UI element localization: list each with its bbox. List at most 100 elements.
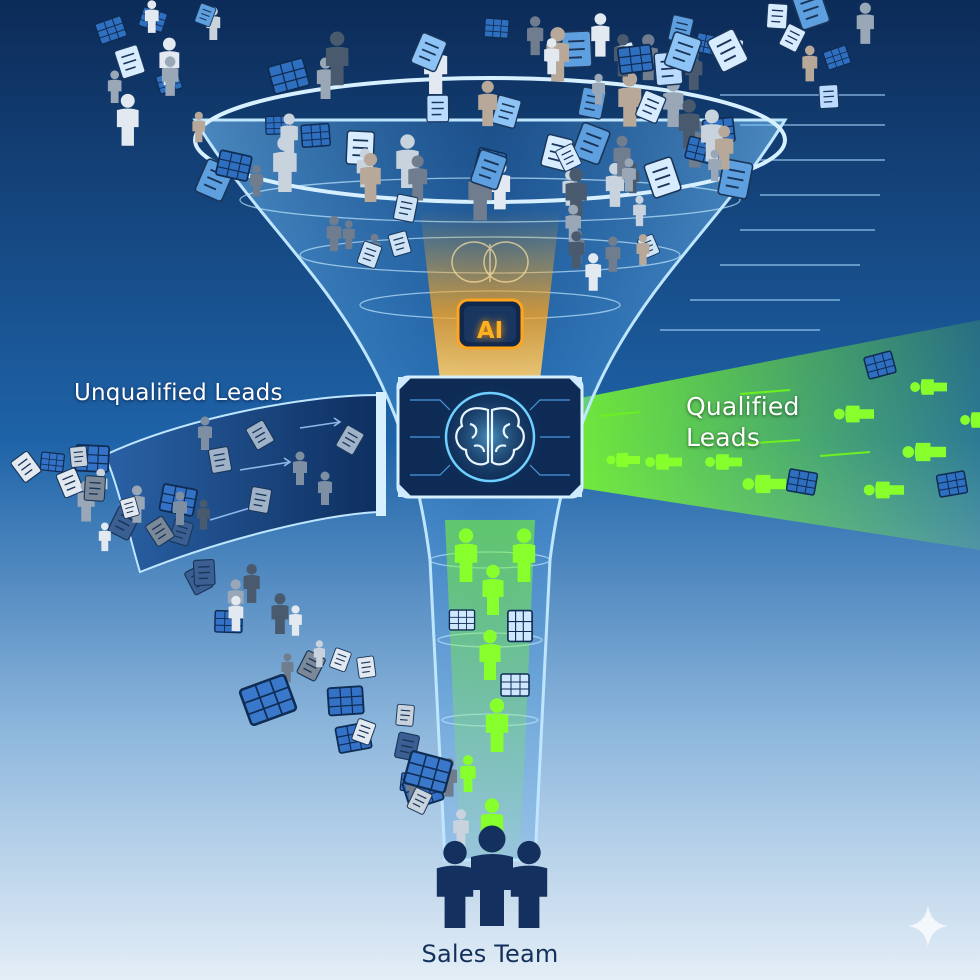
qualified-leads-label-line1: Qualified (686, 392, 800, 421)
document-icon (356, 655, 377, 679)
document-icon (706, 28, 749, 73)
sales-person-icon (510, 840, 548, 928)
person-icon (273, 135, 297, 193)
green-arrow (739, 439, 801, 445)
chart-icon (483, 17, 510, 39)
chute-gate (376, 392, 386, 516)
person-icon (802, 45, 818, 82)
person-icon (605, 236, 621, 272)
document-icon (192, 558, 216, 587)
qualified-person-icon (902, 442, 946, 462)
person-icon (708, 149, 722, 182)
document-icon (406, 787, 433, 815)
document-icon (778, 23, 807, 53)
person-icon (173, 491, 187, 525)
qualified-person-icon (512, 528, 536, 582)
document-icon (818, 84, 840, 110)
document-icon (194, 2, 217, 27)
incoming-leads (94, 0, 874, 221)
sparkle-icon (908, 905, 948, 947)
spreadsheet-icon (500, 673, 530, 697)
unqualified-leads-label: Unqualified Leads (74, 380, 283, 406)
person-icon (585, 253, 602, 291)
spreadsheet-icon (507, 609, 533, 643)
qualified-person-icon (910, 379, 948, 395)
green-arrow (739, 389, 791, 395)
document-icon (10, 450, 42, 483)
qualified-person-icon (479, 629, 501, 680)
document-icon (395, 703, 415, 727)
person-icon (107, 70, 122, 104)
qualified-person-icon (645, 454, 683, 470)
glow-brain-icon (451, 241, 529, 283)
sales-team-label: Sales Team (421, 940, 559, 968)
document-icon (247, 486, 273, 514)
chart-icon (616, 43, 654, 75)
document-icon (351, 718, 377, 746)
person-icon (161, 56, 179, 96)
person-icon (622, 158, 636, 192)
document-icon (791, 0, 831, 31)
document-icon (765, 2, 789, 30)
funnel-leads (326, 193, 660, 291)
person-icon (636, 234, 650, 265)
qualified-leads-label-line2: Leads (686, 423, 761, 452)
document-icon (635, 89, 667, 124)
person-icon (144, 0, 159, 33)
document-icon (555, 143, 582, 172)
person-icon (326, 215, 342, 252)
ai-label: AI (476, 318, 504, 344)
qualified-person-icon (863, 481, 905, 499)
green-arrow (599, 411, 641, 417)
spreadsheet-icon (785, 468, 819, 496)
person-icon (289, 605, 302, 636)
person-icon (250, 164, 264, 197)
person-icon (325, 31, 349, 86)
chute-leads (173, 416, 365, 525)
person-icon (478, 80, 498, 127)
spreadsheet-icon (402, 750, 454, 794)
document-icon (392, 193, 419, 223)
chart-icon (822, 44, 852, 71)
document-icon (55, 467, 85, 499)
person-icon (293, 451, 307, 485)
person-icon (453, 809, 469, 847)
spreadsheet-icon (935, 470, 969, 498)
document-icon (663, 31, 703, 74)
person-icon (318, 471, 332, 505)
brain-icon (455, 407, 525, 466)
qualified-beam-leads (599, 350, 980, 499)
person-icon (633, 195, 646, 227)
person-icon (116, 93, 139, 146)
person-icon (243, 564, 260, 603)
person-icon (360, 152, 381, 203)
document-icon (83, 475, 107, 502)
chart-icon (215, 149, 253, 182)
document-icon (329, 647, 352, 673)
qualified-person-icon (454, 528, 478, 582)
processor-chip (396, 375, 584, 499)
chart-icon (326, 685, 365, 717)
person-icon (98, 522, 111, 552)
sales-person-icon (436, 840, 474, 928)
chart-icon (267, 57, 311, 95)
document-icon (426, 94, 450, 123)
green-arrow (819, 451, 871, 457)
person-icon (198, 416, 212, 450)
person-icon (228, 595, 244, 632)
person-icon (408, 155, 428, 201)
person-icon (342, 220, 355, 250)
chart-icon (300, 122, 331, 149)
document-icon (168, 518, 194, 547)
sales-person-icon (471, 825, 513, 926)
chart-icon (94, 15, 128, 45)
qualified-person-icon (833, 405, 875, 423)
ai-glow (420, 210, 560, 380)
person-icon (197, 499, 210, 530)
qualified-person-icon (705, 454, 743, 470)
person-icon (591, 13, 610, 57)
person-icon (856, 2, 874, 44)
spreadsheet-icon (238, 673, 298, 727)
qualified-person-icon (482, 564, 504, 615)
